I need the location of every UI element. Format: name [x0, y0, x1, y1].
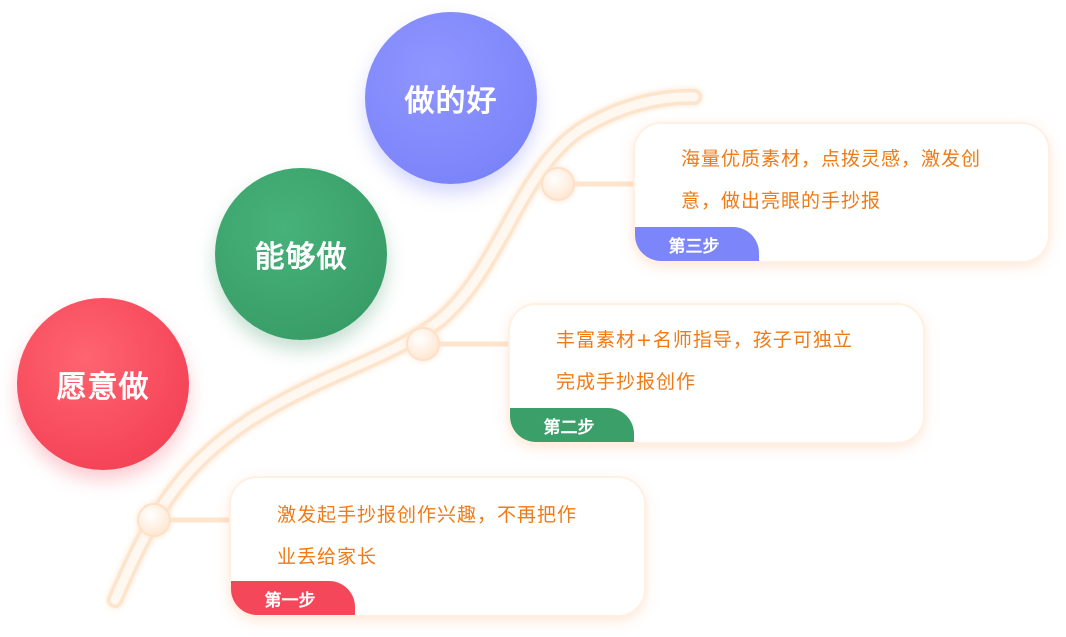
step-card-1-line-2: 业丢给家长	[277, 546, 378, 568]
node-step3	[541, 167, 575, 201]
step-card-2-line-2: 完成手抄报创作	[556, 371, 697, 393]
step-card-1-line-1: 激发起手抄报创作兴趣，不再把作	[277, 504, 578, 526]
step-card-2-text: 丰富素材+名师指导，孩子可独立 完成手抄报创作	[556, 319, 901, 403]
circle-willing-label: 愿意做	[56, 370, 150, 405]
step-card-1-tag: 第一步	[231, 581, 355, 615]
step-card-3-text: 海量优质素材，点拨灵感，激发创 意，做出亮眼的手抄报	[681, 138, 1026, 222]
circle-well-done-label: 做的好	[404, 84, 498, 119]
step-card-2: 丰富素材+名师指导，孩子可独立 完成手抄报创作 第二步	[510, 305, 923, 442]
circle-well-done: 做的好	[365, 12, 537, 184]
circle-able: 能够做	[215, 168, 387, 340]
node-step1	[137, 503, 171, 537]
step-card-3-tag: 第三步	[635, 227, 759, 261]
node-step2	[406, 327, 440, 361]
step-card-3-line-2: 意，做出亮眼的手抄报	[681, 190, 882, 212]
step-card-2-line-1: 丰富素材+名师指导，孩子可独立	[556, 329, 853, 351]
step-card-1-text: 激发起手抄报创作兴趣，不再把作 业丢给家长	[277, 494, 622, 578]
step-card-3: 海量优质素材，点拨灵感，激发创 意，做出亮眼的手抄报 第三步	[635, 124, 1048, 261]
step-card-3-line-1: 海量优质素材，点拨灵感，激发创	[681, 148, 982, 170]
circle-able-label: 能够做	[254, 240, 348, 275]
circle-willing: 愿意做	[17, 298, 189, 470]
step-card-2-tag: 第二步	[510, 408, 634, 442]
step-card-1: 激发起手抄报创作兴趣，不再把作 业丢给家长 第一步	[231, 478, 644, 615]
